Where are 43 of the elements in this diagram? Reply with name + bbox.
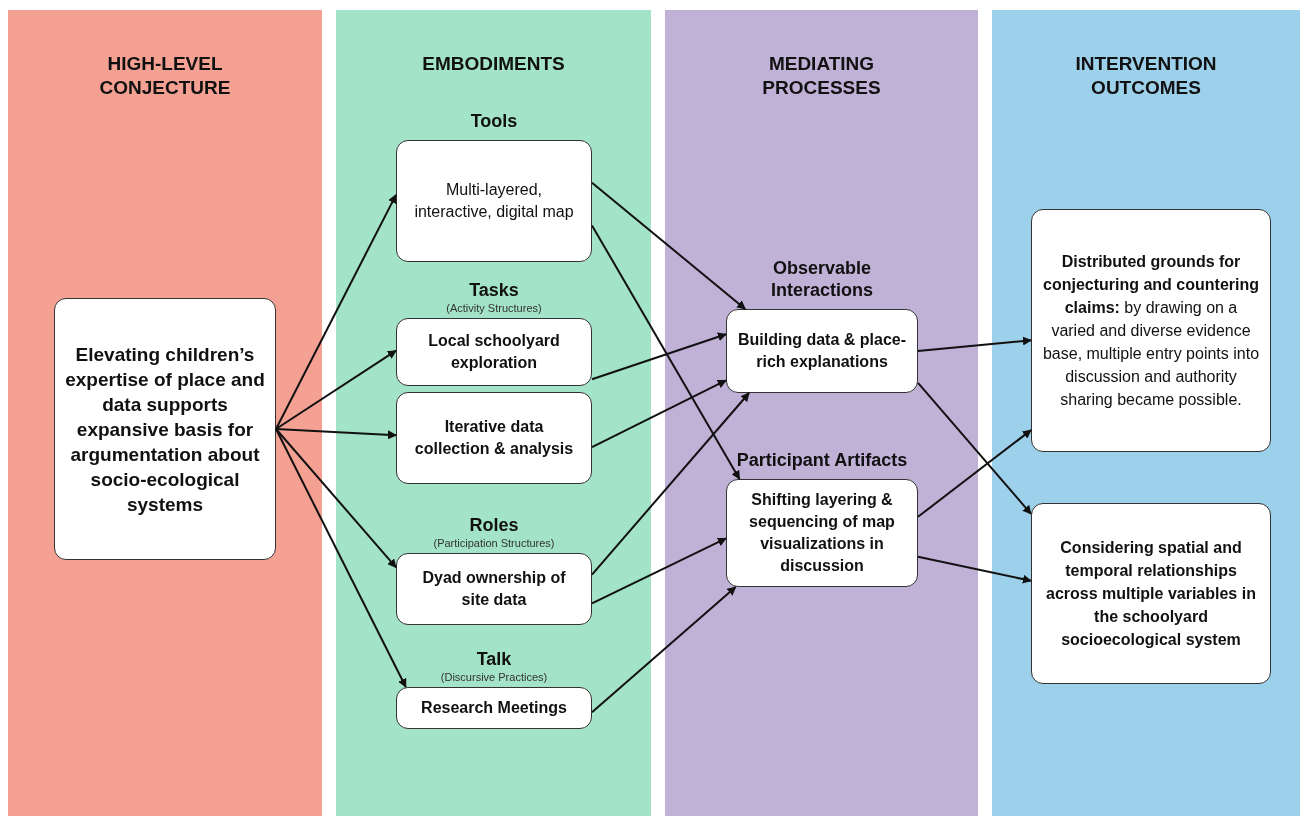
box-text: Considering spatial and temporal relationships across multiple variables in the schoolyard socioecological system [1045, 538, 1257, 650]
box-text: Shifting layering & sequencing of map visualizations in discussion [748, 490, 896, 576]
box-text: Building data & place-rich explanations [737, 330, 907, 372]
arrow [591, 586, 737, 714]
arrow [275, 349, 397, 430]
arrow [591, 181, 747, 310]
section-heading: Participant Artifacts [735, 449, 909, 471]
arrow [917, 381, 1032, 515]
column-heading: INTERVENTION OUTCOMES [1074, 52, 1218, 100]
column-band [665, 10, 978, 816]
arrow [275, 428, 407, 688]
column-band [336, 10, 651, 816]
column-heading: MEDIATING PROCESSES [761, 52, 882, 100]
box-text: Distributed grounds for conjecturing and countering claims: by drawing on a varied and diverse evidence base, multiple entry points into discussion and authority sharing became possible. [1042, 252, 1260, 410]
arrow [917, 555, 1032, 584]
box-text: Elevating children’s expertise of place and data supports expansive basis for argumentation about socio-ecological systems [65, 342, 265, 517]
section-subheading: (Discursive Practices) [440, 670, 548, 684]
section-heading: Roles [468, 514, 520, 536]
arrow [917, 336, 1032, 352]
box-text: Iterative data collection & analysis [413, 417, 575, 459]
arrow [591, 537, 727, 605]
section-heading: Observable Interactions [770, 257, 874, 301]
box-text: Multi-layered, interactive, digital map [413, 180, 575, 222]
arrow [275, 193, 397, 430]
column-band [992, 10, 1300, 816]
column-heading: HIGH-LEVEL CONJECTURE [98, 52, 232, 100]
section-subheading: (Activity Structures) [446, 301, 542, 315]
section-heading: Talk [475, 648, 513, 670]
arrow [917, 429, 1032, 518]
box-text: Dyad ownership of site data [421, 568, 567, 610]
arrow [275, 428, 397, 440]
section-heading: Tasks [468, 279, 520, 301]
arrow [591, 392, 751, 576]
arrow [591, 332, 727, 381]
box-text: Local schoolyard exploration [427, 331, 561, 373]
column-heading: EMBODIMENTS [421, 52, 566, 76]
arrow [275, 428, 397, 569]
arrow [591, 379, 727, 449]
column-band [8, 10, 322, 816]
arrow [591, 224, 741, 480]
section-heading: Tools [469, 110, 519, 132]
box-text: Research Meetings [421, 698, 567, 718]
section-subheading: (Participation Structures) [433, 536, 555, 550]
